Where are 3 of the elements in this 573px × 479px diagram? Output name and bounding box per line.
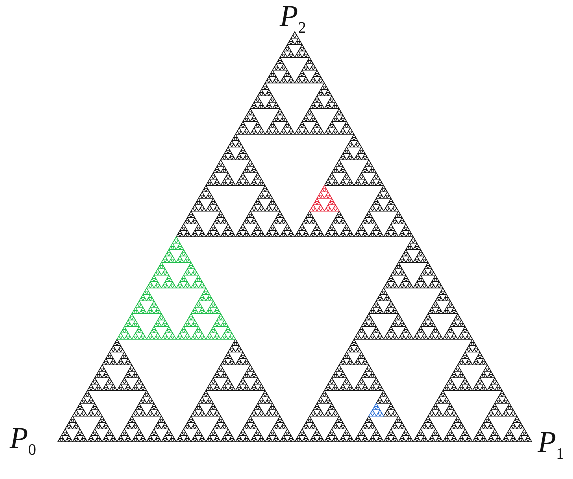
vertex-label: P$_{1}$ (538, 428, 564, 463)
vertex-label: P$_{0}$ (10, 424, 36, 459)
vertex-label: P$_{2}$ (280, 2, 306, 37)
